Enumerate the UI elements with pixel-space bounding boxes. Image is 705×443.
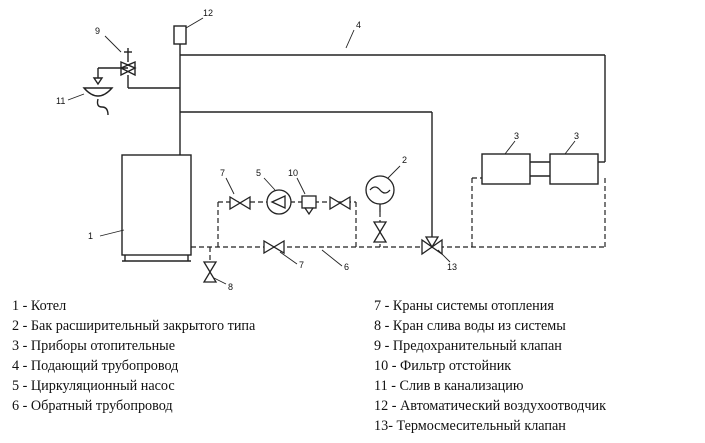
legend-item: 13- Термосмесительный клапан <box>374 418 566 434</box>
legend-item: 2 - Бак расширительный закрытого типа <box>12 318 256 334</box>
legend-left: 1 - Котел 2 - Бак расширительный закрыто… <box>12 296 255 416</box>
callout-5: 5 <box>256 168 261 178</box>
callout-3a: 3 <box>514 131 519 141</box>
legend-item: 12 - Автоматический воздухоотводчик <box>374 398 606 414</box>
heating-valve-2 <box>329 195 351 211</box>
heater-left <box>481 153 531 185</box>
air-vent <box>173 25 187 45</box>
callout-7a: 7 <box>220 168 225 178</box>
heating-system-scheme: 1 2 3 3 4 5 6 7 7 8 9 10 11 12 13 <box>56 8 606 290</box>
callout-9: 9 <box>95 26 100 36</box>
callout-13: 13 <box>447 262 457 272</box>
legend-item: 11 - Слив в канализацию <box>374 378 524 394</box>
callout-2: 2 <box>402 155 407 165</box>
legend-item: 9 - Предохранительный клапан <box>374 338 562 354</box>
legend-item: 8 - Кран слива воды из системы <box>374 318 566 334</box>
drain-valve <box>202 261 218 283</box>
heater-right <box>549 153 599 185</box>
supply-pipe <box>127 44 606 240</box>
heating-valve-1 <box>229 195 251 211</box>
legend-item: 10 - Фильтр отстойник <box>374 358 512 374</box>
legend-item: 3 - Приборы отопительные <box>12 338 175 354</box>
sewer-drain <box>82 77 114 116</box>
expansion-tank <box>365 175 395 212</box>
callout-11: 11 <box>56 96 65 106</box>
tank-valve <box>372 221 388 243</box>
legend-item: 4 - Подающий трубопровод <box>12 358 179 374</box>
filter-sump <box>301 195 317 216</box>
callout-7b: 7 <box>299 260 304 270</box>
legend-item: 7 - Краны системы отопления <box>374 298 554 314</box>
legend-item: 5 - Циркуляционный насос <box>12 378 175 394</box>
legend-right: 7 - Краны системы отопления 8 - Кран сли… <box>374 296 606 436</box>
circulation-pump <box>266 189 292 215</box>
safety-valve <box>97 48 137 78</box>
callout-10: 10 <box>288 168 298 178</box>
callout-6: 6 <box>344 262 349 272</box>
callout-1: 1 <box>88 231 93 241</box>
return-pipe <box>191 177 606 262</box>
callout-3b: 3 <box>574 131 579 141</box>
callout-12: 12 <box>203 8 213 18</box>
callout-8: 8 <box>228 282 233 290</box>
boiler <box>121 154 192 256</box>
heating-valve-3 <box>263 239 285 255</box>
thermo-mixing-valve <box>421 236 443 256</box>
legend-item: 1 - Котел <box>12 298 67 314</box>
callout-4: 4 <box>356 20 361 30</box>
legend-item: 6 - Обратный трубопровод <box>12 398 173 414</box>
